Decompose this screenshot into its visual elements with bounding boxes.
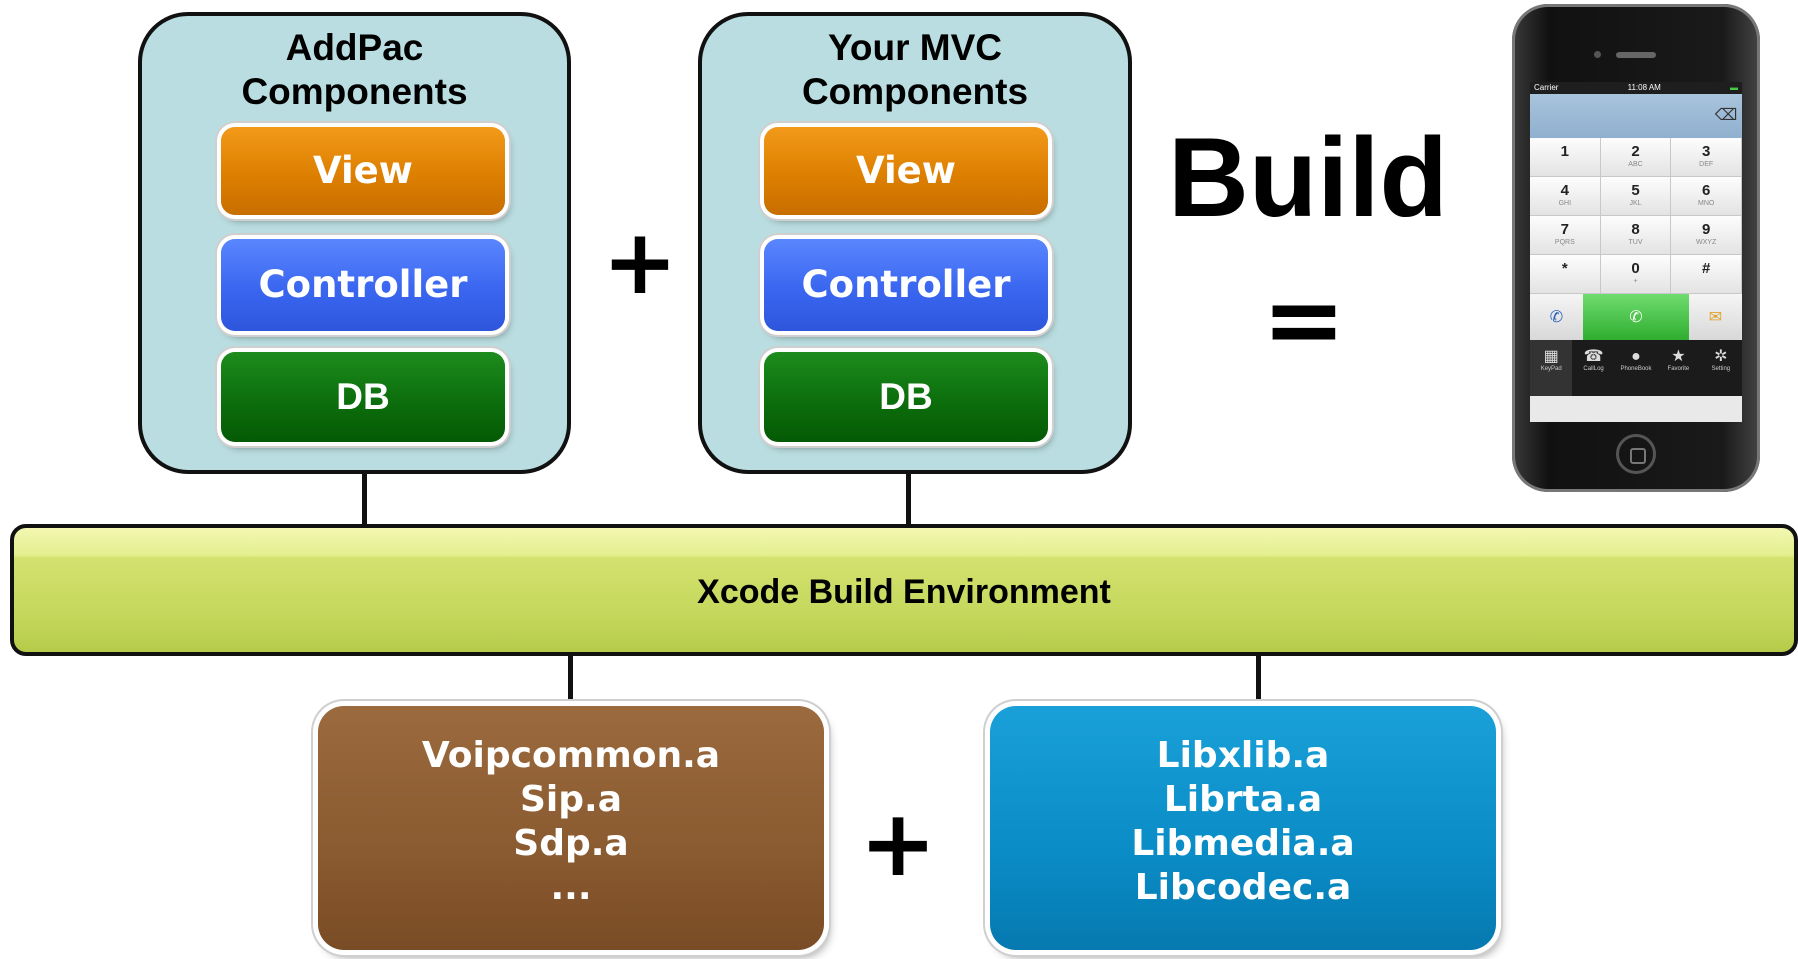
addpac-title: AddPac Components [142,26,567,114]
key-hash[interactable]: # [1671,255,1742,294]
phone-speaker [1616,52,1656,58]
lib-voipcommon: Voipcommon.a [421,735,721,776]
third-party-library-box: Libxlib.a Librta.a Libmedia.a Libcodec.a [990,706,1496,950]
lib-librta: Librta.a [1163,779,1323,820]
plus-sign-top: + [602,210,678,315]
addpac-title-line1: AddPac [285,27,424,68]
video-call-icon[interactable]: ✆ [1530,294,1583,340]
tab-phonebook[interactable]: ●PhoneBook [1615,340,1657,396]
phone-number-display: ⌫ [1530,94,1742,138]
envelope-icon[interactable]: ✉ [1689,294,1742,340]
lib-sip: Sip.a [519,779,622,820]
phone-icon[interactable]: ✆ [1583,294,1689,340]
lib-ellipsis: ... [550,867,592,908]
lib-libmedia: Libmedia.a [1131,823,1355,864]
tab-setting[interactable]: ✲Setting [1700,340,1742,396]
mvc-view-block: View [764,127,1048,215]
mvc-db-block: DB [764,352,1048,442]
addpac-controller-block: Controller [221,239,505,331]
phone-home-button [1616,434,1656,474]
connector-xcode-to-left-lib [568,656,573,704]
phone-action-row: ✆ ✆ ✉ [1530,294,1742,340]
phone-camera [1594,51,1601,58]
connector-mvc-to-xcode [906,474,911,526]
person-icon: ● [1631,348,1641,365]
lib-libcodec: Libcodec.a [1134,867,1352,908]
phone-time: 11:08 AM [1627,83,1661,92]
key-1[interactable]: 1 [1530,138,1601,177]
xcode-build-environment-bar: Xcode Build Environment [10,524,1798,656]
mvc-title-line1: Your MVC [827,27,1003,68]
key-0[interactable]: 0+ [1600,255,1672,294]
build-label: Build [1168,115,1448,240]
tab-calllog[interactable]: ☎CallLog [1572,340,1614,396]
tab-favorite[interactable]: ★Favorite [1657,340,1699,396]
addpac-db-block: DB [221,352,505,442]
mvc-title-line2: Components [801,71,1029,112]
addpac-db-label: DB [336,376,390,417]
star-icon: ★ [1671,348,1686,365]
addpac-controller-label: Controller [258,263,468,306]
tab-keypad[interactable]: ▦KeyPad [1530,340,1573,396]
addpac-view-label: View [313,149,413,192]
mvc-controller-block: Controller [764,239,1048,331]
addpac-view-block: View [221,127,505,215]
connector-addpac-to-xcode [362,474,367,526]
lib-sdp: Sdp.a [513,823,629,864]
addpac-library-box: Voipcommon.a Sip.a Sdp.a ... [318,706,824,950]
lib-libxlib: Libxlib.a [1156,735,1330,776]
gear-icon: ✲ [1714,348,1728,365]
addpac-title-line2: Components [241,71,468,112]
mvc-view-label: View [856,149,956,192]
key-star[interactable]: * [1530,255,1601,294]
mvc-title: Your MVC Components [702,26,1128,114]
connector-xcode-to-right-lib [1256,656,1261,704]
plus-sign-bottom: + [859,790,937,897]
equals-sign: = [1262,261,1346,378]
backspace-icon[interactable]: ⌫ [1714,107,1738,124]
mvc-db-label: DB [879,376,933,417]
phone-tab-bar: ▦KeyPad ☎CallLog ●PhoneBook ★Favorite ✲S… [1530,340,1742,396]
xcode-build-environment-label: Xcode Build Environment [697,573,1111,611]
battery-icon: ▬ [1729,83,1738,92]
phone-status-bar: Carrier 11:08 AM ▬ [1530,82,1742,94]
keypad-icon: ▦ [1543,348,1559,365]
phone-carrier: Carrier [1534,83,1559,92]
mvc-controller-label: Controller [801,263,1011,306]
calllog-icon: ☎ [1583,348,1604,365]
